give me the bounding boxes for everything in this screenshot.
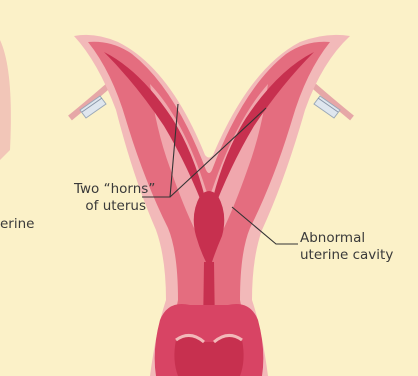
abnormal-cavity-label: Abnormal uterine cavity bbox=[300, 230, 393, 264]
abnormal-cavity-label-line1: Abnormal bbox=[300, 230, 393, 247]
two-horns-label-line2: of uterus bbox=[78, 198, 146, 215]
left-edge-tissue bbox=[0, 40, 11, 160]
two-horns-label-line1: Two “horns” bbox=[74, 181, 146, 198]
left-ovary-tube bbox=[70, 86, 108, 118]
abnormal-cavity-label-line2: uterine cavity bbox=[300, 247, 393, 264]
left-cut-label: erine bbox=[0, 216, 34, 233]
two-horns-label: Two “horns” of uterus bbox=[74, 181, 146, 215]
right-ovary-tube bbox=[314, 86, 352, 118]
